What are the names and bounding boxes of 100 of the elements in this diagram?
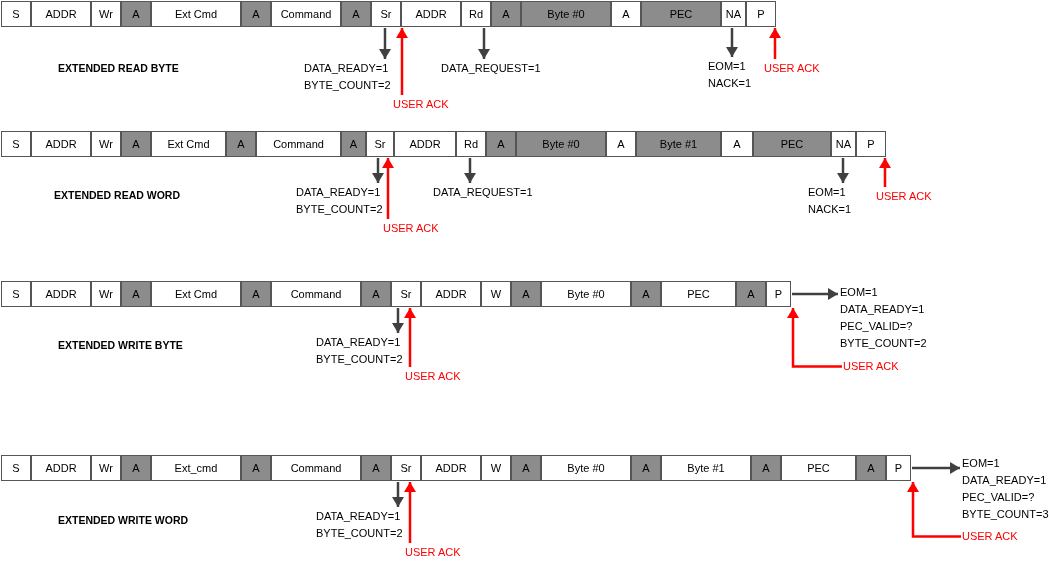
arrow — [404, 308, 416, 367]
arrow — [404, 482, 416, 543]
frame-field: Wr — [91, 455, 121, 481]
frame-field: S — [1, 1, 31, 27]
frame-field: ADDR — [31, 131, 91, 157]
frame-field: A — [611, 1, 641, 27]
ack-label: USER ACK — [876, 188, 932, 205]
frame-field: A — [606, 131, 636, 157]
frame-field: ADDR — [31, 1, 91, 27]
frame-field: NA — [831, 131, 856, 157]
arrow — [392, 308, 404, 333]
frame-field: A — [121, 1, 151, 27]
flag-annotation: DATA_READY=1 BYTE_COUNT=2 — [296, 184, 383, 218]
frame-field: A — [361, 281, 391, 307]
arrow — [837, 158, 849, 183]
sequence-title: EXTENDED WRITE WORD — [58, 514, 189, 526]
flag-annotation: EOM=1 DATA_READY=1 PEC_VALID=? BYTE_COUNT=2 — [840, 284, 927, 352]
arrow — [792, 288, 838, 300]
frame-field: A — [341, 131, 366, 157]
frame-field: ADDR — [421, 281, 481, 307]
frame-field: A — [226, 131, 256, 157]
ack-label: USER ACK — [393, 96, 449, 113]
ack-label: USER ACK — [764, 60, 820, 77]
ack-label: USER ACK — [843, 358, 899, 375]
frame-field: Command — [271, 281, 361, 307]
frame-field: ADDR — [31, 281, 91, 307]
arrow — [372, 158, 384, 183]
frame-field: W — [481, 455, 511, 481]
frame-field: A — [511, 281, 541, 307]
ack-label: USER ACK — [405, 544, 461, 561]
frame-field: P — [856, 131, 886, 157]
frame-field: Sr — [371, 1, 401, 27]
sequence-title: EXTENDED READ BYTE — [58, 62, 179, 74]
flag-annotation: EOM=1 NACK=1 — [708, 58, 752, 92]
frame-field: Ext Cmd — [151, 1, 241, 27]
flag-annotation: EOM=1 NACK=1 — [808, 184, 852, 218]
frame-field: Ext Cmd — [151, 281, 241, 307]
sequence-title: EXTENDED WRITE BYTE — [58, 339, 183, 351]
frame-field: A — [241, 1, 271, 27]
frame-field: A — [486, 131, 516, 157]
arrow — [382, 158, 394, 219]
frame-field: A — [721, 131, 753, 157]
arrow — [769, 28, 781, 59]
frame-field: Sr — [366, 131, 394, 157]
frame-field: A — [121, 455, 151, 481]
frame-field: PEC — [753, 131, 831, 157]
frame-field: A — [631, 455, 661, 481]
frame-field: Wr — [91, 1, 121, 27]
frame-field: A — [631, 281, 661, 307]
frame-field: Byte #1 — [661, 455, 751, 481]
flag-annotation: DATA_READY=1 BYTE_COUNT=2 — [316, 508, 403, 542]
frame-field: W — [481, 281, 511, 307]
frame-field: Byte #0 — [521, 1, 611, 27]
arrow — [726, 28, 738, 57]
frame-field: ADDR — [394, 131, 456, 157]
frame-field: Ext Cmd — [151, 131, 226, 157]
arrow — [912, 462, 960, 474]
frame-field: Rd — [456, 131, 486, 157]
sequence-title: EXTENDED READ WORD — [54, 189, 180, 201]
frame-field: Byte #0 — [541, 281, 631, 307]
frame-field: Ext_cmd — [151, 455, 241, 481]
frame-field: ADDR — [401, 1, 461, 27]
ack-label: USER ACK — [962, 528, 1018, 545]
frame-field: A — [511, 455, 541, 481]
flag-annotation: DATA_REQUEST=1 — [433, 184, 533, 201]
frame-field: A — [341, 1, 371, 27]
frame-field: ADDR — [31, 455, 91, 481]
frame-field: S — [1, 455, 31, 481]
frame-field: PEC — [781, 455, 856, 481]
frame-field: A — [361, 455, 391, 481]
frame-field: P — [886, 455, 911, 481]
arrow — [787, 308, 842, 368]
flag-annotation: DATA_READY=1 BYTE_COUNT=2 — [316, 334, 403, 368]
frame-field: Rd — [461, 1, 491, 27]
arrow — [879, 158, 891, 187]
frame-field: A — [751, 455, 781, 481]
frame-field: A — [241, 455, 271, 481]
frame-field: P — [766, 281, 791, 307]
arrow — [478, 28, 490, 59]
frame-field: PEC — [641, 1, 721, 27]
frame-field: Wr — [91, 131, 121, 157]
frame-field: A — [121, 281, 151, 307]
flag-annotation: EOM=1 DATA_READY=1 PEC_VALID=? BYTE_COUNT=3 — [962, 455, 1049, 523]
frame-field: ADDR — [421, 455, 481, 481]
frame-field: PEC — [661, 281, 736, 307]
ack-label: USER ACK — [383, 220, 439, 237]
frame-field: Wr — [91, 281, 121, 307]
frame-field: A — [856, 455, 886, 481]
flag-annotation: DATA_READY=1 BYTE_COUNT=2 — [304, 60, 391, 94]
frame-field: Sr — [391, 455, 421, 481]
arrow — [907, 482, 961, 538]
frame-field: S — [1, 281, 31, 307]
frame-field: Byte #1 — [636, 131, 721, 157]
ack-label: USER ACK — [405, 368, 461, 385]
arrow — [464, 158, 476, 183]
frame-field: A — [241, 281, 271, 307]
frame-field: Command — [271, 1, 341, 27]
frame-field: Command — [256, 131, 341, 157]
frame-field: A — [736, 281, 766, 307]
frame-field: NA — [721, 1, 746, 27]
